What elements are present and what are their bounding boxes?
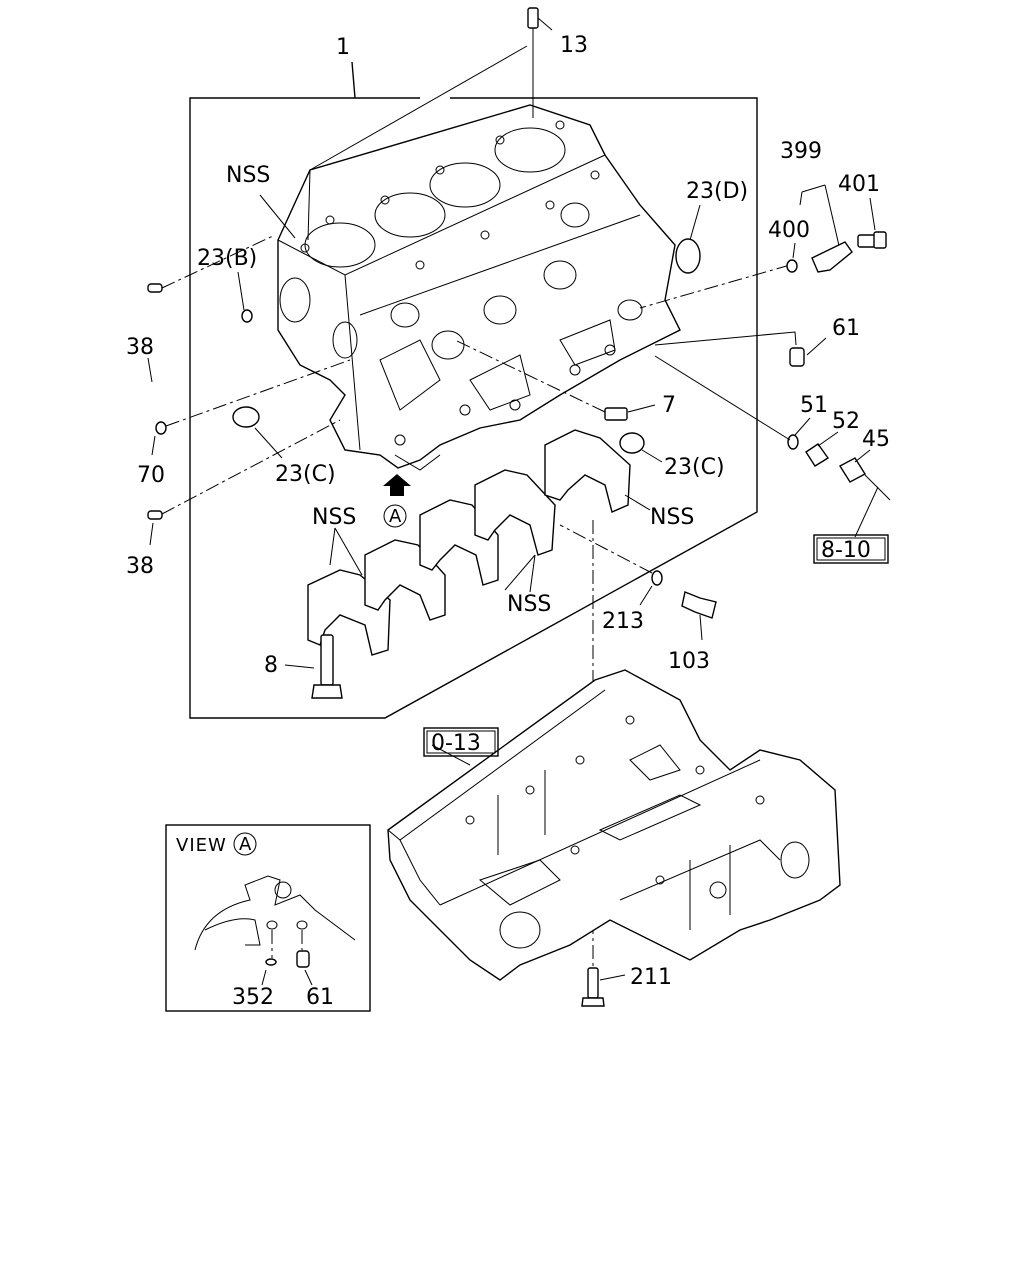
label-nss-right: NSS: [650, 505, 694, 530]
label-23d: 23(D): [686, 179, 748, 204]
label-213: 213: [602, 609, 644, 634]
label-38-top: 38: [126, 335, 154, 360]
bolt-8: [284, 634, 343, 699]
washer-51: [787, 417, 811, 450]
view-a-title: VIEW: [176, 835, 227, 856]
ring-400: [786, 242, 798, 273]
bolt-103: [681, 591, 717, 641]
washer-213: [559, 524, 663, 606]
label-8: 8: [264, 653, 278, 678]
label-352: 352: [232, 985, 274, 1010]
label-7: 7: [662, 393, 676, 418]
label-401: 401: [838, 172, 880, 197]
label-45: 45: [862, 427, 890, 452]
label-nss-left: NSS: [312, 505, 356, 530]
pin-38-top: [147, 234, 276, 383]
nss-top-leader: [259, 194, 296, 239]
ref-8-10-label: 8-10: [821, 538, 871, 563]
label-51: 51: [800, 393, 828, 418]
dowel-pin-13: [307, 7, 553, 241]
view-a-title-marker: A: [239, 834, 252, 855]
dash-line-51: [654, 355, 791, 441]
label-211: 211: [630, 965, 672, 990]
label-70: 70: [137, 463, 165, 488]
plug-23c-left: [232, 406, 283, 459]
label-61: 61: [832, 316, 860, 341]
bolt-211: [581, 967, 626, 1007]
pin-38-bottom: [147, 419, 341, 546]
view-a-inset: [165, 824, 371, 1012]
label-23c-right: 23(C): [664, 455, 725, 480]
label-103: 103: [668, 649, 710, 674]
label-38-bottom: 38: [126, 554, 154, 579]
bolt-401: [857, 197, 887, 249]
plug-23c-right: [619, 432, 663, 463]
label-13: 13: [560, 33, 588, 58]
sensor-45: [839, 449, 891, 501]
ref-box-0-13[interactable]: 0-13: [423, 727, 499, 757]
plug-23d: [675, 204, 701, 274]
fitting-52: [805, 431, 839, 467]
label-61-view: 61: [306, 985, 334, 1010]
label-400: 400: [768, 218, 810, 243]
plug-23b: [237, 271, 253, 323]
ref-8-10-leader: [854, 486, 879, 538]
bolt-7: [454, 339, 656, 421]
ref-0-13-label: 0-13: [431, 731, 481, 756]
view-a-arrow: [383, 474, 411, 528]
label-1: 1: [336, 35, 350, 60]
ring-70: [151, 359, 351, 456]
bearing-caps: [307, 429, 651, 656]
label-23c-left: 23(C): [275, 462, 336, 487]
label-nss-mid: NSS: [507, 592, 551, 617]
sensor-399: [639, 184, 853, 309]
lower-crankcase: [387, 669, 841, 981]
ref-box-8-10[interactable]: 8-10: [813, 534, 889, 564]
cylinder-block: [277, 104, 681, 471]
label-52: 52: [832, 409, 860, 434]
dowel-61: [654, 331, 827, 367]
label-23b: 23(B): [197, 246, 257, 271]
label-399: 399: [780, 139, 822, 164]
view-a-marker: A: [389, 506, 402, 527]
assembly-frame: [189, 61, 758, 719]
label-nss-top: NSS: [226, 163, 270, 188]
